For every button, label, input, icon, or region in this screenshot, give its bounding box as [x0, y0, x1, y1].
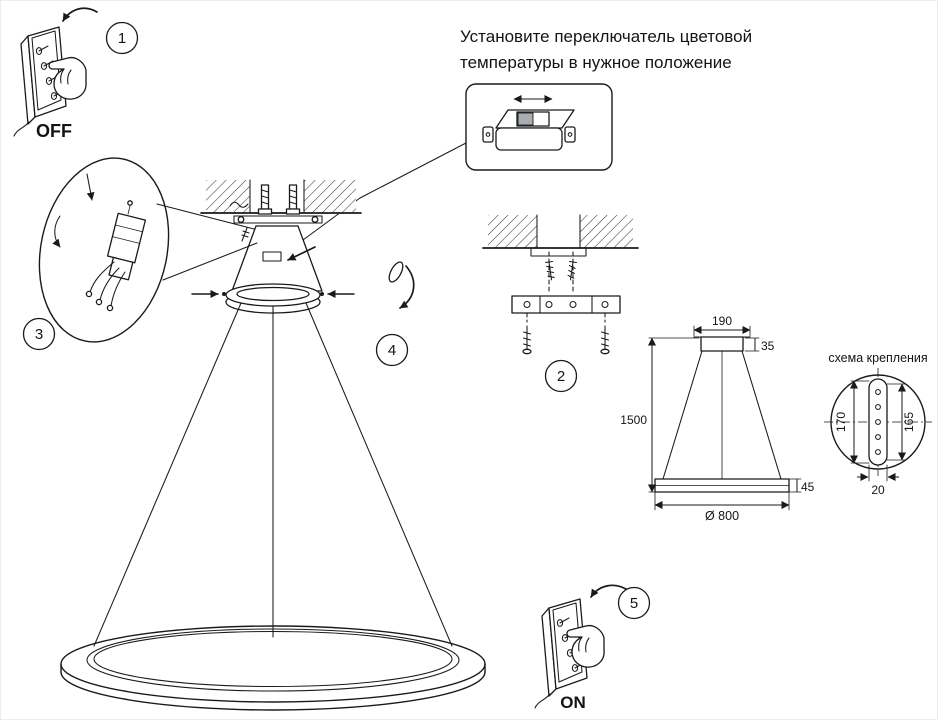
rotate-arrow-icon	[399, 265, 415, 309]
flip-down-arrow-icon	[62, 7, 98, 22]
dim-canopy-height: 35	[761, 339, 775, 353]
flip-up-arrow-icon	[590, 584, 630, 598]
on-label: ON	[560, 693, 586, 712]
turn-arrow-icon	[52, 215, 61, 248]
mounting-bar	[868, 378, 888, 466]
step-5-group: 5 ON	[534, 584, 651, 712]
terminal-block	[106, 212, 147, 281]
switch-pointer-arrow-icon	[287, 246, 316, 261]
color-temp-switch-icon	[482, 109, 576, 151]
pendant-lamp-group	[60, 302, 486, 711]
dowel-anchor-icon	[566, 260, 577, 281]
wire-connector-icon	[106, 304, 114, 312]
mounting-bracket	[511, 295, 621, 314]
magnifier-group: 3	[22, 157, 258, 351]
step-2-badge	[544, 359, 578, 393]
rotate-indicator-group: 4	[375, 261, 415, 367]
dim-ring-diameter: Ø 800	[705, 509, 739, 523]
mounting-plate	[233, 215, 323, 224]
step-1-badge-label: 1	[118, 30, 126, 47]
instruction-group: Установите переключатель цветовой темпер…	[283, 27, 752, 255]
dim-bar-length-left: 170	[834, 412, 848, 432]
step-3-badge-label: 3	[35, 326, 43, 343]
step-4-badge	[375, 333, 409, 367]
wires	[89, 261, 126, 307]
ceiling-mount-group	[191, 179, 362, 314]
canopy-profile	[700, 336, 744, 352]
small-screw-icon	[241, 227, 250, 242]
dim-suspension-height: 1500	[620, 413, 647, 427]
switch-callout-box	[465, 83, 613, 171]
off-label: OFF	[36, 121, 72, 141]
canopy-switch	[262, 251, 282, 262]
wire-connector-icon	[85, 290, 93, 298]
dim-ring-profile-height: 45	[801, 480, 815, 494]
step-3-badge	[22, 317, 56, 351]
dim-canopy-width: 190	[712, 314, 732, 328]
insert-arrow-icon	[86, 173, 95, 201]
mounting-scheme-label: схема крепления	[828, 351, 927, 365]
suspension-wire-left	[93, 302, 242, 647]
drawing-wire-left	[662, 350, 703, 480]
screw-icon	[522, 325, 532, 355]
step-5-badge	[617, 586, 651, 620]
screw-icon	[600, 325, 610, 355]
suspension-wire-right	[305, 302, 453, 647]
instruction-line-2: температуры в нужное положение	[460, 53, 732, 72]
drawing-wire-right	[741, 350, 782, 480]
callout-leader-line	[283, 142, 467, 255]
step-5-badge-label: 5	[630, 595, 638, 612]
wire-squiggle-icon	[229, 201, 249, 208]
wire-connector-icon	[95, 298, 103, 306]
mounting-bar-holes	[875, 389, 881, 455]
tool-handle-icon	[388, 261, 404, 283]
light-ring	[60, 625, 486, 711]
magnifier-leader-bottom	[162, 242, 258, 281]
instruction-line-1: Установите переключатель цветовой	[460, 27, 752, 46]
dowel-anchor-icon	[545, 260, 556, 281]
step-1-badge	[105, 21, 139, 55]
step-2-badge-label: 2	[557, 368, 565, 385]
magnifier-ellipse	[38, 157, 170, 343]
mounting-scheme-group: схема крепления 170 165 20	[824, 351, 932, 497]
ring-top-view	[225, 283, 321, 314]
step-1-group: 1 OFF	[13, 7, 139, 141]
dim-bar-width: 20	[871, 483, 885, 497]
magnifier-leader-top	[156, 203, 255, 230]
step-4-badge-label: 4	[388, 342, 396, 359]
step-2-group: 2	[482, 214, 639, 393]
dimension-drawing-group: 190 35 1500 45 Ø 800	[620, 314, 814, 523]
dim-bar-length-right: 165	[902, 412, 916, 432]
canopy-cone	[231, 225, 323, 292]
